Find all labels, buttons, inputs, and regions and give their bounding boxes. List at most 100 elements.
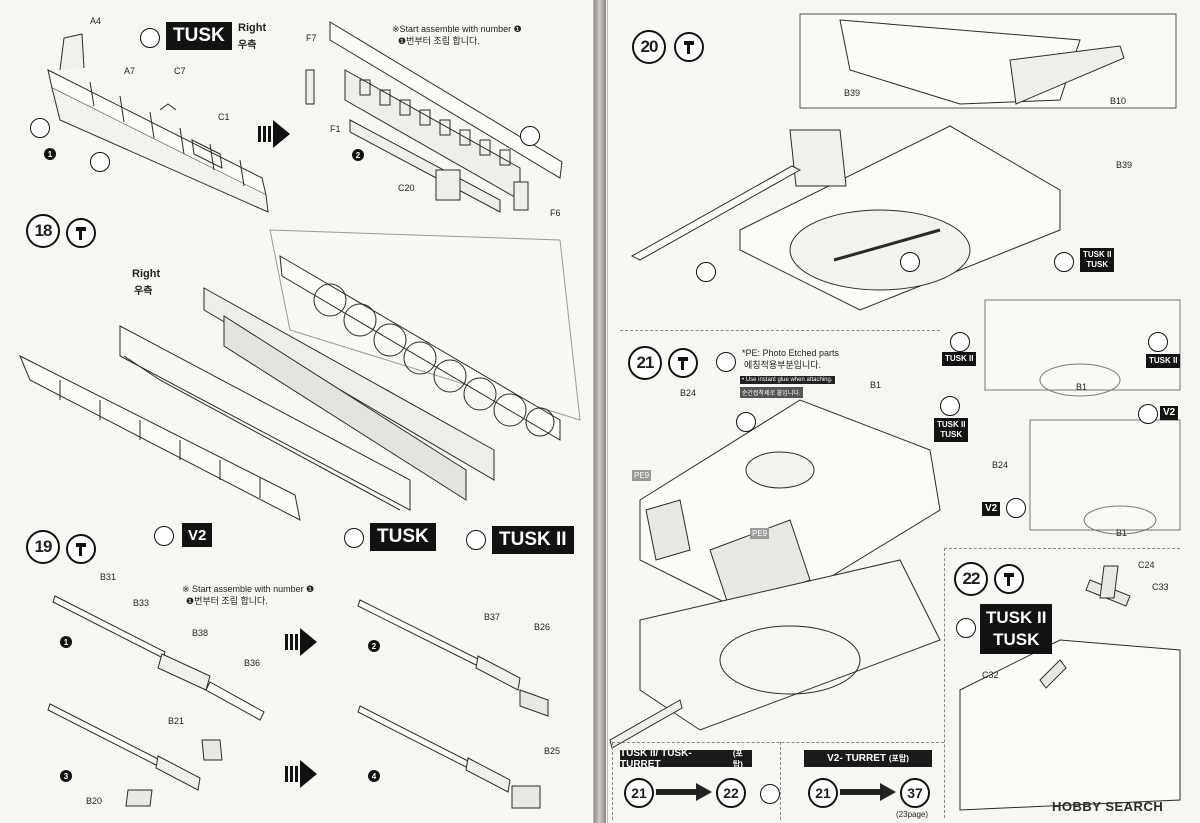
arrow-right-icon: [258, 120, 290, 148]
part-label-b1: B1: [1116, 528, 1128, 538]
part-label-b1: B1: [1076, 382, 1088, 392]
glue-icon: [900, 252, 920, 272]
step-bullet-4: 4: [368, 770, 380, 782]
part-label-c32: C32: [982, 670, 999, 680]
pe-note-ko: 에칭적용부분입니다.: [744, 360, 822, 370]
part-label-b36: B36: [244, 658, 261, 668]
flow-step-to: 22: [716, 778, 746, 808]
step-bullet-3: 3: [60, 770, 72, 782]
assembly-note-ko: ❶번부터 조립 합니다.: [398, 36, 480, 46]
part-label-c33: C33: [1152, 582, 1169, 592]
part-label-a7: A7: [124, 66, 136, 76]
step-bullet-1: 1: [44, 148, 56, 160]
part-label-f1: F1: [330, 124, 341, 134]
glue-note-en: • Use instant glue when attaching.: [740, 376, 835, 384]
glue-icon: [940, 396, 960, 416]
hammer-icon: [66, 534, 96, 564]
part-label-b31: B31: [100, 572, 117, 582]
part-reference-icon: [956, 618, 976, 638]
watermark-hobby-search: HOBBY SEARCH: [1052, 799, 1164, 814]
flow-label-ko: (포탑): [732, 748, 743, 769]
step-bullet-2: 2: [368, 640, 380, 652]
part-label-a4: A4: [90, 16, 102, 26]
variant-badge-tusk: TUSK: [370, 523, 436, 551]
part-label-c20: C20: [398, 183, 415, 193]
side-label-ko: 우측: [134, 286, 153, 297]
part-reference-icon: [716, 352, 736, 372]
part-label-f6: F6: [550, 208, 561, 218]
flow-step-to: 37: [900, 778, 930, 808]
flow-label-tusk-turret: TUSK II/ TUSK- TURRET (포탑): [620, 747, 752, 770]
part-label-b24: B24: [992, 460, 1009, 470]
variant-badge-tusk2: TUSK II: [492, 526, 574, 554]
assembly-note-en: ※ Start assemble with number ❶: [182, 584, 315, 594]
hammer-icon: [674, 32, 704, 62]
flow-step-from: 21: [624, 778, 654, 808]
badge-line-tusk2: TUSK II: [1083, 250, 1112, 259]
glue-icon: [1054, 252, 1074, 272]
part-reference-icon: [154, 526, 174, 546]
hammer-icon: [994, 564, 1024, 594]
glue-icon: [1006, 498, 1026, 518]
variant-badge-v2: V2: [982, 502, 1001, 516]
glue-icon: [736, 412, 756, 432]
part-label-b33: B33: [133, 598, 150, 608]
part-label-b38: B38: [192, 628, 209, 638]
part-label-c1: C1: [218, 112, 230, 122]
turret-main-b39-drawing: [630, 125, 1061, 311]
side-skirt-with-blocks-drawing: [305, 21, 563, 213]
section-divider: [944, 548, 1180, 549]
pe-note-en: *PE: Photo Etched parts: [742, 348, 840, 358]
arrow-right-icon: [840, 783, 896, 801]
step-number-22: 22: [954, 562, 988, 596]
part-label-b37: B37: [484, 612, 501, 622]
section-divider: [612, 742, 613, 820]
variant-badge-tusk2: TUSK II: [1146, 354, 1181, 368]
part-label-f7: F7: [306, 33, 317, 43]
glue-note-ko: 순간접착제로 붙입니다.: [740, 387, 803, 398]
variant-badge-tusk2-tusk: TUSK II TUSK: [1080, 248, 1115, 272]
part-label-c7: C7: [174, 66, 186, 76]
part-reference-icon: [760, 784, 780, 804]
part-label-b24: B24: [680, 388, 697, 398]
glue-icon: [30, 118, 50, 138]
part-label-b25: B25: [544, 746, 561, 756]
variant-badge-tusk: TUSK: [166, 22, 232, 50]
hammer-icon: [66, 218, 96, 248]
glue-icon: [1138, 404, 1158, 424]
glue-icon: [1148, 332, 1168, 352]
badge-line-tusk2: TUSK II: [937, 420, 966, 429]
arrow-right-icon: [285, 628, 317, 656]
part-label-b10: B10: [1110, 96, 1127, 106]
page-reference: (23page): [896, 810, 929, 819]
part-reference-icon: [344, 528, 364, 548]
flow-step-from: 21: [808, 778, 838, 808]
side-label-en: Right: [238, 22, 267, 34]
flow-label-v2-turret: V2- TURRET (포탑): [804, 750, 932, 767]
part-reference-icon: [140, 28, 160, 48]
side-label-en: Right: [132, 268, 161, 280]
section-divider: [612, 742, 944, 743]
turret-rear-c32-drawing: [959, 565, 1181, 811]
variant-badge-v2: V2: [182, 523, 213, 547]
arrow-right-icon: [656, 783, 712, 801]
flow-label-text: V2- TURRET: [827, 753, 887, 764]
turret-top-b1-drawing: [609, 399, 941, 749]
step-number-20: 20: [632, 30, 666, 64]
step-bullet-1: 1: [60, 636, 72, 648]
part-label-b39-main: B39: [1116, 160, 1133, 170]
pe-tag-pe9: PE9: [632, 470, 652, 481]
section-divider: [620, 330, 940, 331]
arrow-right-icon: [285, 760, 317, 788]
section-divider: [944, 548, 945, 818]
gun-barrel-assembly-drawing: [47, 595, 549, 809]
badge-line-tusk: TUSK: [1086, 260, 1109, 269]
assembly-note-en: ※Start assemble with number ❶: [392, 24, 522, 34]
tank-hull-with-skirts-drawing: [19, 229, 581, 521]
part-label-b21: B21: [168, 716, 185, 726]
assembly-note-ko: ❶번부터 조립 합니다.: [186, 596, 268, 606]
step-bullet-2: 2: [352, 149, 364, 161]
flow-label-text: TUSK II/ TUSK- TURRET: [620, 747, 692, 770]
book-gutter: [594, 0, 606, 823]
